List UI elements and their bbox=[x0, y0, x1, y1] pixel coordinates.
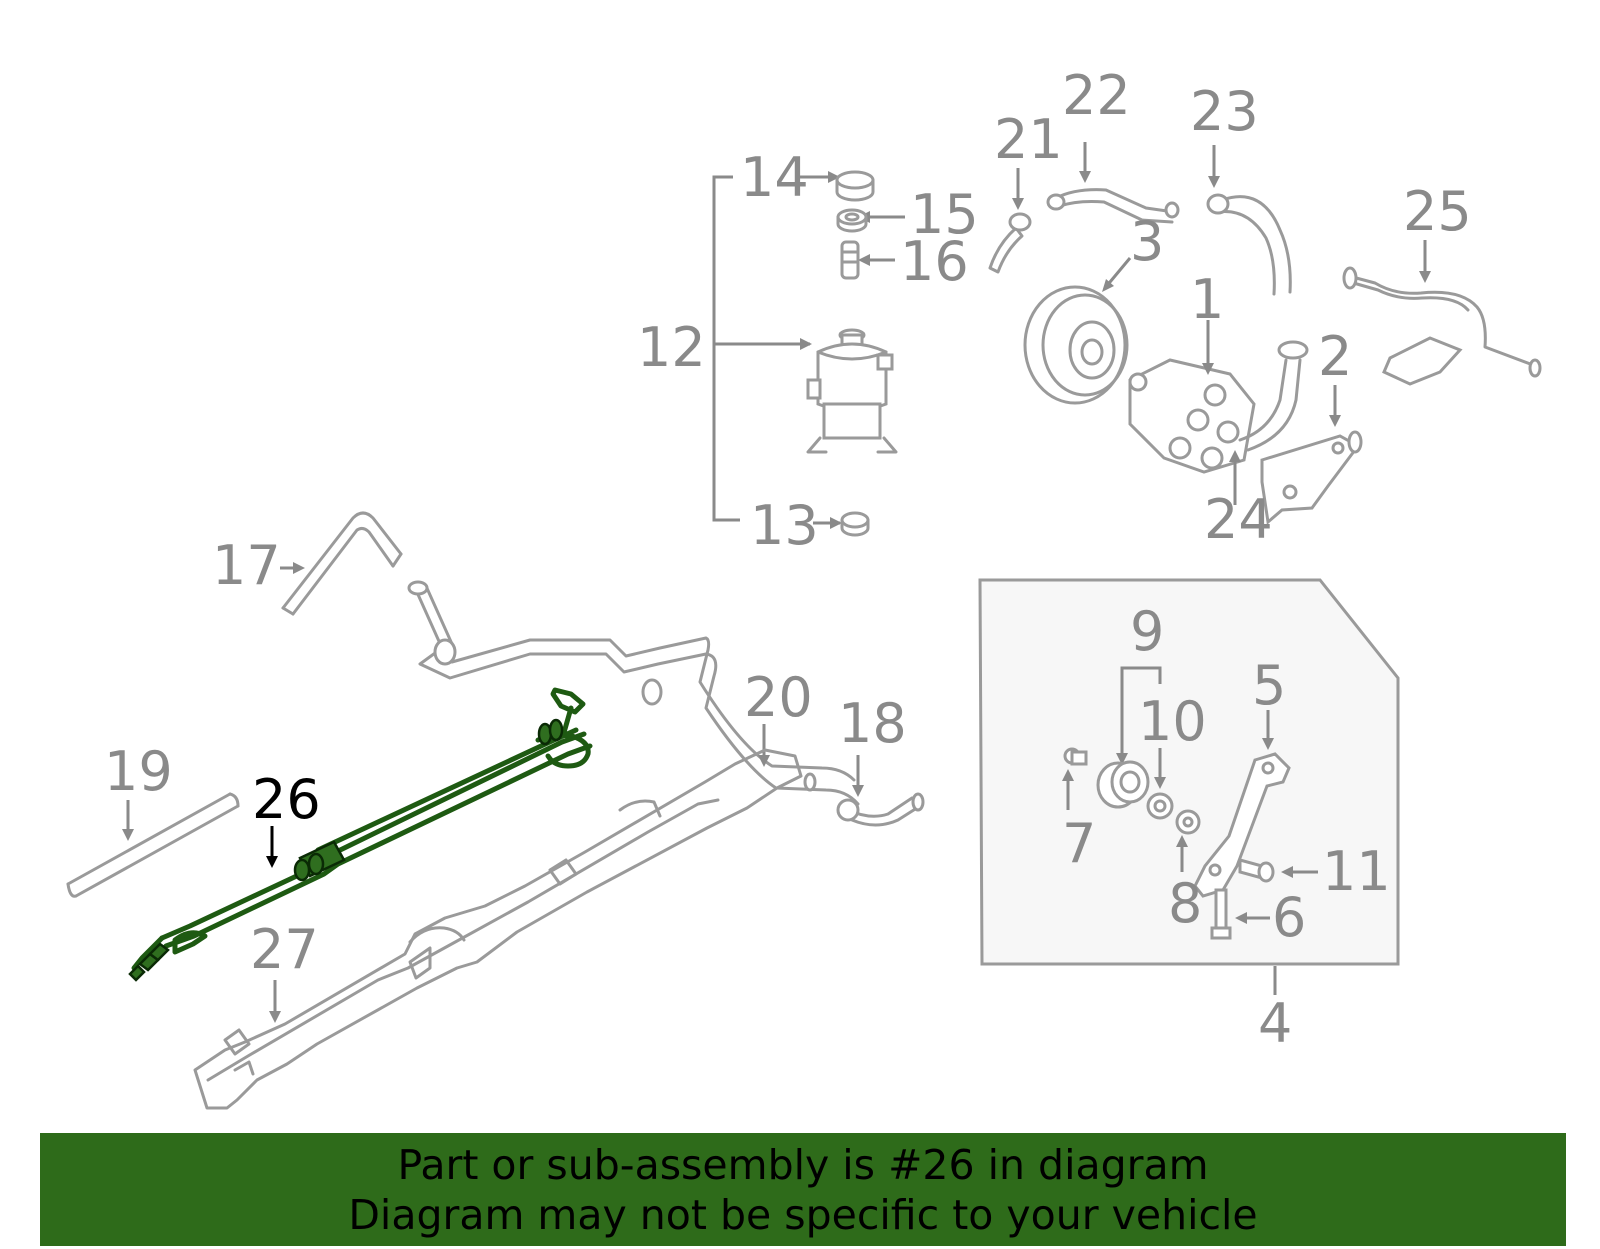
banner-line-part: Part or sub-assembly is #26 in diagram bbox=[397, 1140, 1209, 1189]
callout-13: 13 bbox=[750, 494, 819, 557]
callout-27: 27 bbox=[250, 918, 319, 981]
part-23-hose bbox=[1206, 193, 1292, 296]
part-11-bolt bbox=[1238, 858, 1275, 883]
part-16-bushing bbox=[840, 240, 860, 280]
part-1-pump bbox=[1128, 340, 1309, 474]
callout-21: 21 bbox=[994, 108, 1063, 171]
callout-15: 15 bbox=[910, 183, 979, 246]
callout-11: 11 bbox=[1322, 840, 1391, 903]
part-20-return-line bbox=[407, 580, 860, 806]
callout-8: 8 bbox=[1168, 872, 1202, 935]
part-10-washer bbox=[1146, 792, 1174, 820]
callout-20: 20 bbox=[744, 666, 813, 729]
callout-4: 4 bbox=[1258, 992, 1292, 1055]
callout-25: 25 bbox=[1403, 180, 1472, 243]
part-14-grommet bbox=[835, 170, 875, 202]
callout-12: 12 bbox=[637, 316, 706, 379]
callout-labels: 1 2 3 4 5 6 7 8 9 10 11 12 13 14 15 16 1… bbox=[104, 64, 1472, 1055]
callout-24: 24 bbox=[1204, 488, 1273, 551]
callout-10: 10 bbox=[1138, 690, 1207, 753]
callout-19: 19 bbox=[104, 740, 173, 803]
part-7-bolt bbox=[1063, 747, 1088, 766]
part-12-reservoir bbox=[806, 328, 898, 454]
callout-1: 1 bbox=[1190, 268, 1224, 331]
callout-7: 7 bbox=[1062, 812, 1096, 875]
callout-18: 18 bbox=[838, 692, 907, 755]
part-18-hose bbox=[836, 792, 925, 827]
part-27-steering-rack bbox=[193, 748, 803, 1110]
callout-6: 6 bbox=[1272, 886, 1306, 949]
hose-lines-group bbox=[66, 511, 925, 898]
part-2-bracket bbox=[1260, 430, 1363, 525]
info-banner: Part or sub-assembly is #26 in diagram D… bbox=[40, 1133, 1566, 1246]
tensioner-kit-box bbox=[978, 578, 1400, 995]
callout-22: 22 bbox=[1062, 64, 1131, 127]
reservoir-group bbox=[712, 170, 905, 537]
part-15-seal bbox=[836, 208, 868, 233]
callout-14: 14 bbox=[740, 146, 809, 209]
part-3-pulley bbox=[1023, 285, 1129, 405]
part-22-pipe bbox=[1046, 188, 1180, 224]
callout-3: 3 bbox=[1130, 210, 1164, 273]
part-17-hose bbox=[281, 511, 403, 616]
callout-2: 2 bbox=[1318, 325, 1352, 388]
part-5-tensioner-arm bbox=[1193, 752, 1291, 898]
callout-16: 16 bbox=[900, 230, 969, 293]
callout-9: 9 bbox=[1130, 600, 1164, 663]
part-6-bolt bbox=[1210, 888, 1232, 940]
pump-group bbox=[988, 142, 1542, 525]
part-8-spacer bbox=[1175, 809, 1201, 835]
callout-5: 5 bbox=[1252, 654, 1286, 717]
callout-26: 26 bbox=[252, 768, 321, 831]
part-21-hose bbox=[988, 212, 1032, 274]
part-26-highlighted-line bbox=[128, 687, 593, 982]
part-13-grommet bbox=[840, 511, 870, 537]
banner-line-disclaimer: Diagram may not be specific to your vehi… bbox=[348, 1190, 1258, 1239]
part-25-line bbox=[1342, 266, 1542, 386]
part-9-idler-pulley bbox=[1096, 760, 1150, 809]
part-19-hose bbox=[66, 792, 240, 898]
callout-23: 23 bbox=[1190, 80, 1259, 143]
callout-17: 17 bbox=[212, 534, 281, 597]
